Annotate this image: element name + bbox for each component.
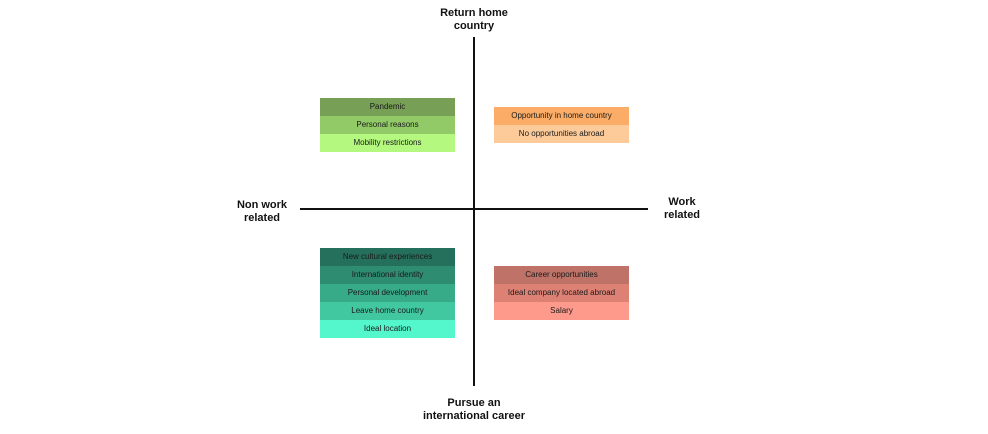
factor-box: Opportunity in home country	[494, 107, 629, 125]
axis-label-left: Non work related	[236, 199, 288, 224]
factor-box: Ideal location	[320, 320, 455, 338]
factor-box: Salary	[494, 302, 629, 320]
vertical-axis-line	[473, 37, 475, 386]
factor-box: International identity	[320, 266, 455, 284]
factor-box: Personal reasons	[320, 116, 455, 134]
horizontal-axis-line	[300, 208, 648, 210]
factor-box: No opportunities abroad	[494, 125, 629, 143]
axis-label-top: Return home country	[440, 7, 508, 32]
axis-label-bottom: Pursue an international career	[422, 397, 526, 422]
factor-box: Personal development	[320, 284, 455, 302]
axis-label-right: Work related	[663, 196, 701, 221]
factor-box: Career opportunities	[494, 266, 629, 284]
factor-box: Pandemic	[320, 98, 455, 116]
factor-box: Leave home country	[320, 302, 455, 320]
factor-box: New cultural experiences	[320, 248, 455, 266]
factor-box: Ideal company located abroad	[494, 284, 629, 302]
factor-box: Mobility restrictions	[320, 134, 455, 152]
